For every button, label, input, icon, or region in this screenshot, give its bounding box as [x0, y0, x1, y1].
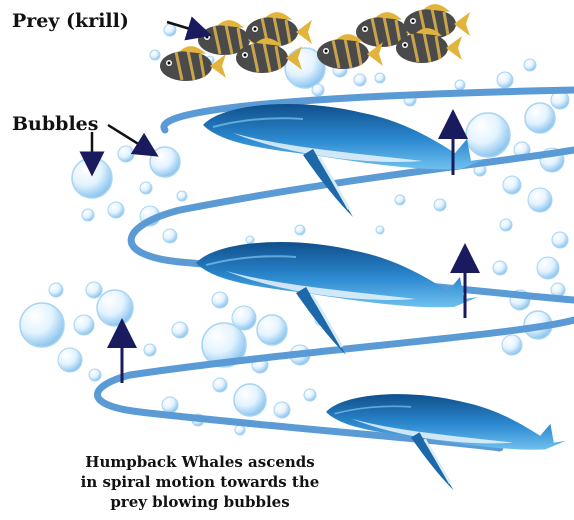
bubble-icon	[354, 74, 366, 86]
bubble-icon	[144, 344, 156, 356]
bubble-icon	[163, 229, 177, 243]
bubble-icon	[503, 176, 521, 194]
bubble-icon	[140, 182, 152, 194]
bubble-icon	[20, 303, 64, 347]
bubble-icon	[274, 402, 290, 418]
bubble-icon	[502, 335, 522, 355]
bubble-icon	[493, 261, 507, 275]
bubbles-label: Bubbles	[12, 113, 98, 135]
bubble-icon	[312, 84, 324, 96]
bubble-icon	[257, 315, 287, 345]
bubble-icon	[537, 257, 559, 279]
caption-line: prey blowing bubbles	[30, 492, 370, 512]
bubble-icon	[455, 80, 465, 90]
caption-line: Humpback Whales ascends	[30, 452, 370, 472]
bubble-icon	[82, 209, 94, 221]
bubble-icon	[235, 425, 245, 435]
bubble-icon	[89, 369, 101, 381]
bubble-icon	[49, 283, 63, 297]
bubble-icon	[164, 24, 176, 36]
bubble-icon	[246, 236, 254, 244]
caption: Humpback Whales ascends in spiral motion…	[30, 452, 370, 512]
caption-line: in spiral motion towards the	[30, 472, 370, 492]
bubble-icon	[162, 397, 178, 413]
bubble-icon	[497, 72, 513, 88]
bubble-icon	[525, 103, 555, 133]
bubble-icon	[528, 188, 552, 212]
bubble-icon	[524, 59, 536, 71]
bubble-icon	[234, 384, 266, 416]
bubble-icon	[74, 315, 94, 335]
bubble-icon	[97, 290, 133, 326]
bubble-icon	[86, 282, 102, 298]
bubble-icon	[213, 378, 227, 392]
bubble-cluster	[20, 24, 569, 435]
bubble-icon	[177, 191, 187, 201]
bubble-icon	[118, 146, 134, 162]
prey-label: Prey (krill)	[12, 10, 129, 32]
bubble-icon	[500, 219, 512, 231]
bubble-icon	[150, 50, 160, 60]
bubble-icon	[466, 113, 510, 157]
bubble-icon	[172, 322, 188, 338]
bubble-icon	[212, 292, 228, 308]
bubble-icon	[434, 199, 446, 211]
bubble-icon	[58, 348, 82, 372]
bubble-icon	[108, 202, 124, 218]
bubble-icon	[552, 232, 568, 248]
bubble-icon	[375, 73, 385, 83]
bubble-icon	[376, 226, 384, 234]
prey-fish-icon	[246, 12, 312, 47]
bubble-icon	[304, 389, 316, 401]
bubble-icon	[150, 147, 180, 177]
bubble-icon	[295, 225, 305, 235]
bubble-icon	[395, 195, 405, 205]
